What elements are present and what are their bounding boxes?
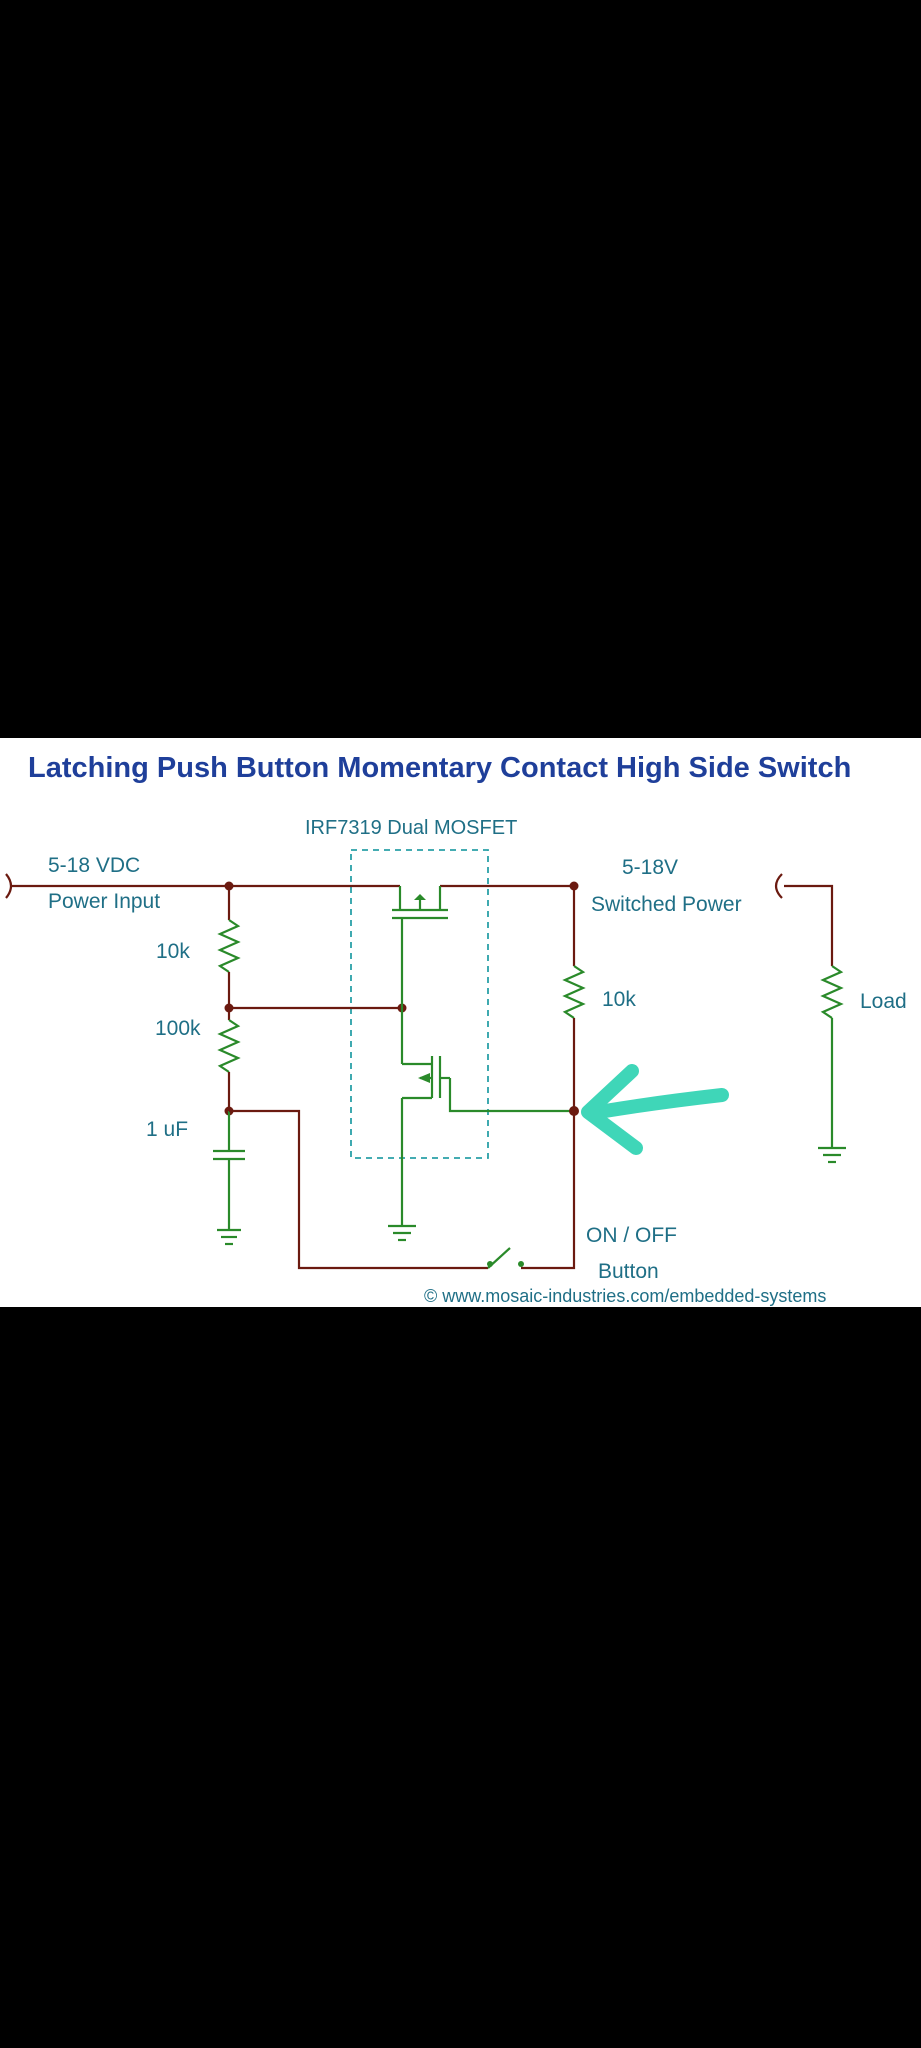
ground-icon bbox=[818, 1146, 846, 1164]
button-label-line2: Button bbox=[598, 1260, 659, 1283]
mosfet-label: IRF7319 Dual MOSFET bbox=[305, 817, 517, 839]
vout-label: 5-18V bbox=[622, 856, 678, 879]
mosfet-package-box bbox=[350, 849, 489, 1159]
n-mosfet-icon bbox=[400, 1008, 574, 1226]
vin-desc-label: Power Input bbox=[48, 890, 160, 913]
annotation-arrow-icon bbox=[581, 1064, 729, 1155]
circuit-diagram: Latching Push Button Momentary Contact H… bbox=[5, 752, 907, 1306]
p-mosfet-arrow-icon bbox=[414, 894, 426, 900]
resistor-r2-icon bbox=[217, 1019, 241, 1073]
switch-contact-icon bbox=[487, 1261, 493, 1267]
r3-label: 10k bbox=[602, 988, 636, 1011]
vin-label: 5-18 VDC bbox=[48, 854, 140, 877]
vout-desc-label: Switched Power bbox=[591, 893, 742, 916]
button-return-wire bbox=[521, 1111, 576, 1270]
load-resistor-icon bbox=[820, 965, 844, 1019]
schematic-image: Latching Push Button Momentary Contact H… bbox=[0, 738, 921, 1307]
ground-icon bbox=[388, 1224, 416, 1242]
p-mosfet-icon bbox=[392, 886, 448, 1008]
switch-contact-icon bbox=[518, 1261, 524, 1267]
junction-dot bbox=[569, 1106, 579, 1116]
diagram-title: Latching Push Button Momentary Contact H… bbox=[28, 752, 851, 784]
resistor-r3-icon bbox=[562, 965, 586, 1019]
button-label-line1: ON / OFF bbox=[586, 1224, 677, 1247]
ground-icon bbox=[217, 1228, 241, 1246]
resistor-r1-icon bbox=[217, 919, 241, 973]
input-connector-icon bbox=[5, 873, 13, 899]
c1-label: 1 uF bbox=[146, 1118, 188, 1141]
r2-label: 100k bbox=[155, 1017, 201, 1040]
load-wire bbox=[784, 884, 834, 966]
load-label: Load bbox=[860, 990, 907, 1013]
footer-credit: © www.mosaic-industries.com/embedded-sys… bbox=[424, 1286, 826, 1306]
output-connector-icon bbox=[774, 873, 783, 899]
r1-label: 10k bbox=[156, 940, 190, 963]
button-wire bbox=[229, 1109, 488, 1270]
